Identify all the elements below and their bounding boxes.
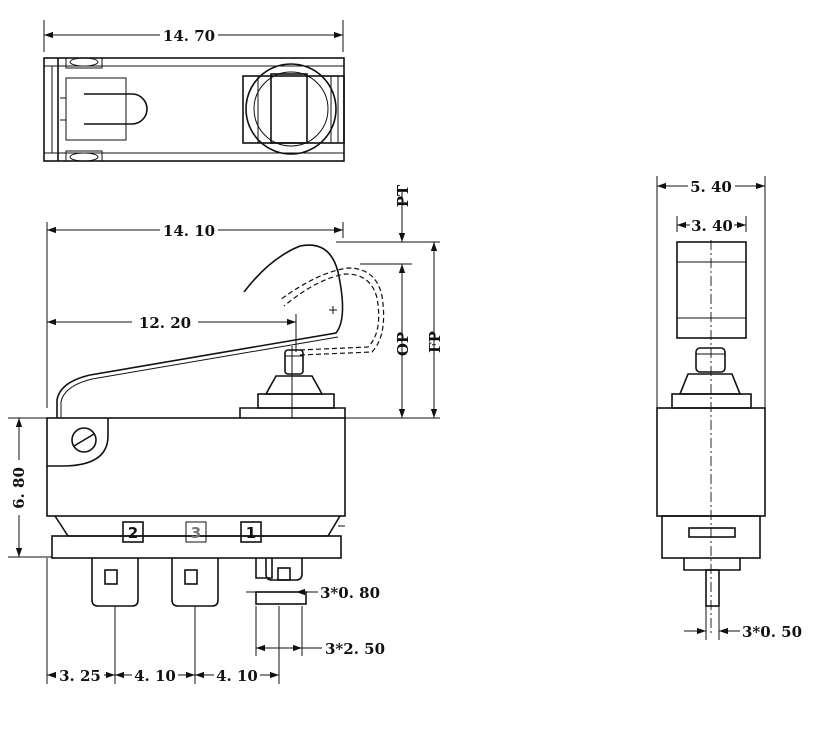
pitch-3-label: 4. 10 (216, 667, 258, 685)
lever-operated-position (279, 267, 385, 356)
cap-width-dimension: 3. 40 (676, 216, 747, 235)
terminal-markers: 2 3 1 (122, 521, 262, 543)
side-actuator (671, 241, 752, 409)
side-body (656, 240, 766, 636)
plunger (257, 346, 335, 418)
front-length-dimension: 14. 10 (46, 222, 344, 408)
lever-offset-label: 12. 20 (139, 314, 191, 332)
top-body-outline (43, 57, 345, 162)
height-label: 6. 80 (10, 467, 28, 509)
pitch-dimensions: 3. 25 4. 10 4. 10 (46, 558, 280, 685)
side-width-label: 5. 40 (690, 178, 732, 196)
switch-body (46, 407, 346, 559)
top-width-dimension: 14. 70 (43, 20, 344, 52)
front-view: 14. 10 12. 20 (8, 184, 444, 685)
side-view: 5. 40 3. 40 (656, 176, 802, 641)
terminal-2-label: 2 (128, 524, 138, 542)
terminal-3-label: 3 (191, 524, 201, 542)
op-label: OP (394, 332, 412, 356)
pitch-1-label: 3. 25 (59, 667, 101, 685)
pt-label: PT (394, 184, 412, 207)
terminal-1-label: 1 (246, 524, 256, 542)
pitch-2-label: 4. 10 (134, 667, 176, 685)
fp-label: FP (426, 331, 444, 353)
terminals (91, 558, 307, 607)
side-terminal-label: 3*0. 50 (742, 623, 802, 641)
top-width-label: 14. 70 (163, 27, 215, 45)
terminal-thickness-label: 3*0. 80 (320, 584, 380, 602)
height-dimension: 6. 80 (8, 417, 52, 558)
travel-dimensions: PT OP FP (336, 184, 444, 419)
top-view: 14. 70 (43, 20, 345, 162)
side-terminal-dimension: 3*0. 50 (684, 606, 802, 641)
lever-arm (56, 244, 344, 418)
lever-offset-dimension: 12. 20 (47, 314, 297, 352)
cap-width-label: 3. 40 (691, 217, 733, 235)
side-width-dimension: 5. 40 (656, 176, 766, 408)
terminal-width-dimension: 3*2. 50 (255, 606, 385, 658)
terminal-thickness-dimension: 3*0. 80 (246, 584, 380, 602)
terminal-width-label: 3*2. 50 (325, 640, 385, 658)
front-length-label: 14. 10 (163, 222, 215, 240)
